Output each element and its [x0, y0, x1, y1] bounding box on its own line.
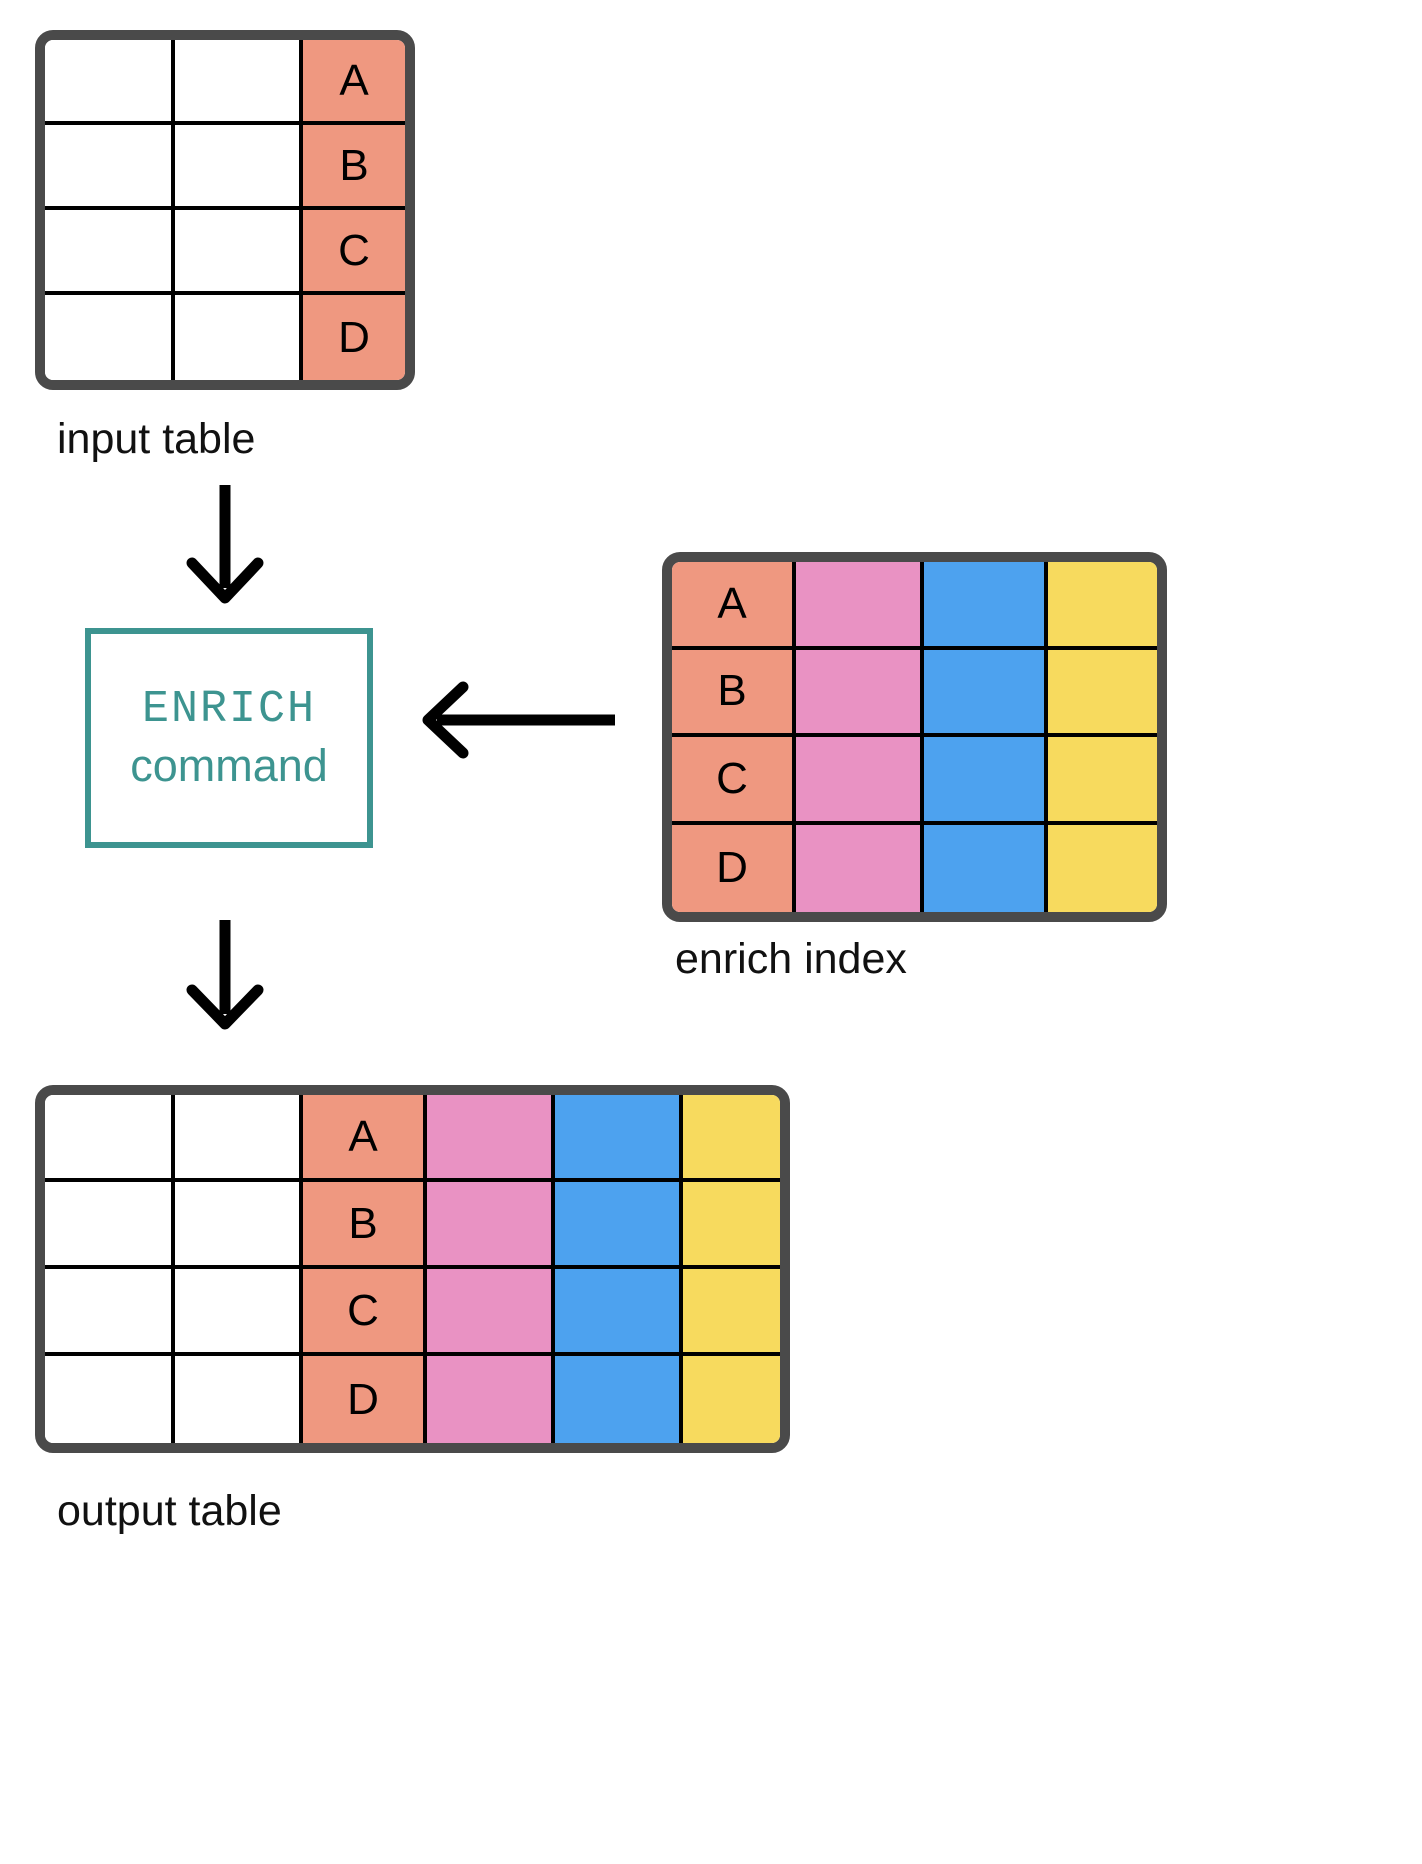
- table-cell: [555, 1095, 683, 1182]
- arrow-input-to-command-icon: [186, 485, 264, 604]
- table-cell: [45, 1095, 175, 1182]
- enrich-index-caption: enrich index: [675, 935, 907, 983]
- table-cell-key: A: [672, 562, 796, 650]
- table-cell: [1048, 737, 1157, 825]
- table-cell-key: B: [672, 649, 796, 737]
- table-row: D: [672, 824, 1157, 912]
- arrow-command-to-output-icon: [186, 920, 264, 1030]
- table-cell-key: C: [672, 737, 796, 825]
- table-row: B: [45, 125, 405, 210]
- table-cell: [683, 1182, 780, 1269]
- table-cell: [175, 1182, 303, 1269]
- table-cell-key: D: [303, 1356, 427, 1443]
- table-cell: [45, 125, 175, 210]
- table-cell: [555, 1269, 683, 1356]
- table-cell-key: D: [303, 295, 405, 380]
- table-row: A: [45, 40, 405, 125]
- table-cell: [924, 562, 1048, 650]
- output-table-caption: output table: [57, 1487, 282, 1535]
- table-cell-key: B: [303, 125, 405, 210]
- table-row: A: [672, 562, 1157, 650]
- table-cell: [175, 125, 303, 210]
- table-cell-key: C: [303, 210, 405, 295]
- table-cell: [45, 40, 175, 125]
- table-cell: [555, 1182, 683, 1269]
- table-row: D: [45, 1356, 780, 1443]
- table-cell: [175, 40, 303, 125]
- table-cell: [555, 1356, 683, 1443]
- table-cell: [683, 1095, 780, 1182]
- table-cell-key: D: [672, 824, 796, 912]
- table-cell: [683, 1356, 780, 1443]
- table-row: D: [45, 295, 405, 380]
- table-cell: [924, 649, 1048, 737]
- table-cell: [175, 1269, 303, 1356]
- table-row: B: [45, 1182, 780, 1269]
- enrich-index-table: A B C D: [662, 552, 1167, 922]
- input-table: A B C D: [35, 30, 415, 390]
- table-cell: [175, 210, 303, 295]
- table-cell: [796, 737, 924, 825]
- table-cell: [45, 1269, 175, 1356]
- table-cell-key: A: [303, 1095, 427, 1182]
- input-table-caption: input table: [57, 415, 256, 463]
- table-cell: [796, 649, 924, 737]
- table-cell: [796, 824, 924, 912]
- arrow-index-to-command-icon: [422, 681, 615, 759]
- table-cell: [1048, 649, 1157, 737]
- table-cell: [45, 1182, 175, 1269]
- table-cell: [45, 295, 175, 380]
- table-row: A: [45, 1095, 780, 1182]
- table-cell: [683, 1269, 780, 1356]
- table-cell: [796, 562, 924, 650]
- table-row: B: [672, 649, 1157, 737]
- table-cell: [427, 1182, 555, 1269]
- enrich-command-keyword: ENRICH: [141, 684, 317, 736]
- table-cell: [924, 824, 1048, 912]
- table-cell-key: C: [303, 1269, 427, 1356]
- table-cell-key: B: [303, 1182, 427, 1269]
- table-cell-key: A: [303, 40, 405, 125]
- table-row: C: [45, 1269, 780, 1356]
- table-cell: [45, 210, 175, 295]
- table-row: C: [672, 737, 1157, 825]
- output-table: A B C D: [35, 1085, 790, 1453]
- table-cell: [427, 1095, 555, 1182]
- table-cell: [175, 1356, 303, 1443]
- enrich-command-box[interactable]: ENRICH command: [85, 628, 373, 848]
- table-cell: [427, 1356, 555, 1443]
- table-cell: [427, 1269, 555, 1356]
- table-cell: [924, 737, 1048, 825]
- table-row: C: [45, 210, 405, 295]
- table-cell: [175, 295, 303, 380]
- enrich-command-subtitle: command: [130, 740, 328, 791]
- table-cell: [175, 1095, 303, 1182]
- table-cell: [1048, 562, 1157, 650]
- table-cell: [1048, 824, 1157, 912]
- table-cell: [45, 1356, 175, 1443]
